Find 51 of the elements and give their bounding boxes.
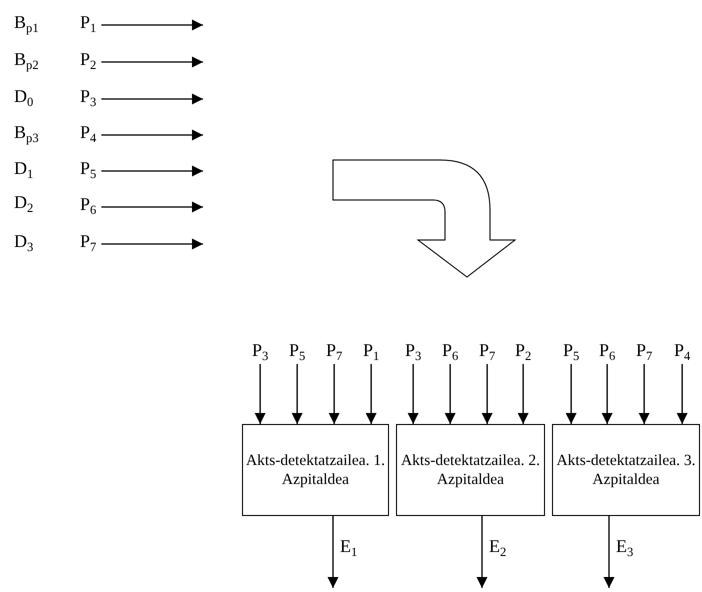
arrow	[101, 202, 203, 212]
box-label: Akts-detektatzailea. 2. Azpitaldea	[400, 451, 541, 489]
signal-label: P$_{7}$	[326, 340, 342, 360]
arrow	[408, 364, 419, 424]
arrow	[444, 364, 456, 424]
arrow	[101, 56, 203, 68]
signal-label: P$_{4}$	[674, 340, 690, 360]
signal-label: P$_{7}$	[636, 340, 652, 360]
signal-label: D$_{3}$	[14, 231, 34, 251]
signal-label: P$_{3}$	[405, 340, 422, 360]
signal-label: P$_{7}$	[80, 231, 96, 251]
signal-label: P$_{3}$	[252, 340, 268, 360]
arrow	[676, 364, 688, 424]
arrow	[101, 166, 203, 176]
signal-label: P$_{6}$	[442, 340, 458, 360]
signal-label: P$_{5}$	[289, 340, 306, 360]
arrow	[602, 364, 613, 424]
arrow	[292, 364, 303, 424]
signal-label: P$_{4}$	[80, 122, 96, 142]
signal-label: D$_{1}$	[14, 158, 34, 178]
signal-label: P$_{1}$	[80, 12, 96, 32]
signal-label: P$_{6}$	[599, 340, 616, 360]
signal-label: D$_{0}$	[14, 86, 34, 106]
arrow	[101, 238, 203, 250]
arrow	[518, 364, 529, 424]
process-box	[396, 424, 545, 516]
signal-label: D$_{2}$	[14, 192, 34, 212]
signal-label: P$_{5}$	[80, 158, 96, 178]
process-box	[242, 424, 389, 516]
signal-label: P$_{1}$	[363, 340, 380, 360]
signal-label: P$_{2}$	[515, 340, 532, 360]
arrow	[101, 94, 203, 104]
box-label: Akts-detektatzailea. 3. Azpitaldea	[555, 451, 696, 489]
arrow	[566, 364, 577, 424]
arrow	[328, 516, 338, 588]
arrow	[254, 364, 266, 424]
signal-label: P$_{2}$	[80, 49, 96, 69]
signal-label: P$_{5}$	[563, 340, 580, 360]
arrow	[366, 364, 377, 424]
arrow	[638, 364, 650, 424]
arrow	[604, 516, 614, 588]
arrow	[482, 364, 493, 424]
arrow	[101, 20, 203, 30]
box-label: Akts-detektatzailea. 1. Azpitaldea	[244, 451, 386, 489]
signal-label: P$_{6}$	[80, 194, 96, 214]
signal-label: P$_{3}$	[80, 86, 96, 106]
arrow	[101, 130, 203, 140]
arrow	[328, 364, 340, 424]
arrow	[476, 516, 488, 588]
process-box	[552, 424, 700, 516]
signal-label: P$_{7}$	[479, 340, 496, 360]
